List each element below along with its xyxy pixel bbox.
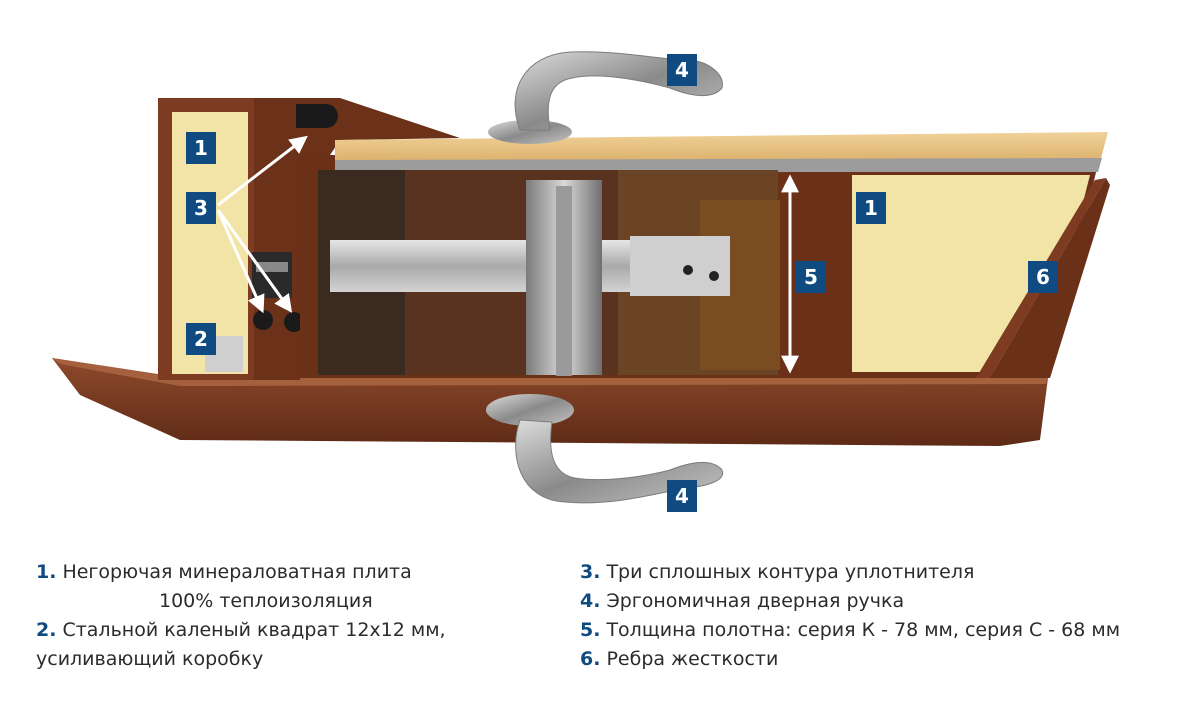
badge-steel-square: 2 [186, 323, 216, 355]
legend-text: Эргономичная дверная ручка [606, 590, 904, 612]
legend-text: Ребра жесткости [606, 648, 778, 670]
badge-handle-top: 4 [667, 54, 697, 86]
legend-text: усиливающий коробку [36, 648, 263, 670]
badge-leaf-thickness: 5 [796, 261, 826, 293]
seal-top [296, 104, 338, 128]
badge-mineral-wool-left: 1 [186, 132, 216, 164]
lock-bolt-end [630, 236, 730, 296]
lock-spindle [556, 186, 572, 376]
legend-item-4: 4. Эргономичная дверная ручка [580, 587, 1120, 616]
door-cross-section-diagram [0, 0, 1182, 540]
legend-number: 1. [36, 561, 56, 583]
legend-item-3: 3. Три сплошных контура уплотнителя [580, 558, 1120, 587]
legend-item-2: 2. Стальной каленый квадрат 12х12 мм, [36, 616, 446, 645]
badge-seals: 3 [186, 192, 216, 224]
legend-item-1-continued: 100% теплоизоляция [36, 587, 446, 616]
legend-text: Три сплошных контура уплотнителя [606, 561, 974, 583]
legend-item-5: 5. Толщина полотна: серия К - 78 мм, сери… [580, 616, 1120, 645]
legend-text: Стальной каленый квадрат 12х12 мм, [62, 619, 445, 641]
badge-mineral-wool-right: 1 [856, 192, 886, 224]
seal-lower-1 [253, 310, 273, 330]
badge-handle-bottom: 4 [667, 480, 697, 512]
legend-item-2-continued: усиливающий коробку [36, 645, 446, 674]
bolt-hole-1 [683, 265, 693, 275]
seal-tube [252, 252, 292, 298]
legend-right: 3. Три сплошных контура уплотнителя 4. Эрг… [580, 558, 1120, 674]
legend-number: 5. [580, 619, 600, 641]
legend-number: 4. [580, 590, 600, 612]
legend-number: 2. [36, 619, 56, 641]
legend-text: Толщина полотна: серия К - 78 мм, серия … [606, 619, 1120, 641]
bolt-hole-2 [709, 271, 719, 281]
badge-stiffening-ribs: 6 [1028, 261, 1058, 293]
legend-text: 100% теплоизоляция [159, 590, 373, 612]
legend-item-6: 6. Ребра жесткости [580, 645, 1120, 674]
legend-left: 1. Негорючая минераловатная плита 100% те… [36, 558, 446, 674]
door-top-gray-strip [335, 158, 1102, 172]
legend-number: 6. [580, 648, 600, 670]
legend-item-1: 1. Негорючая минераловатная плита [36, 558, 446, 587]
legend-text: Негорючая минераловатная плита [62, 561, 411, 583]
legend-number: 3. [580, 561, 600, 583]
